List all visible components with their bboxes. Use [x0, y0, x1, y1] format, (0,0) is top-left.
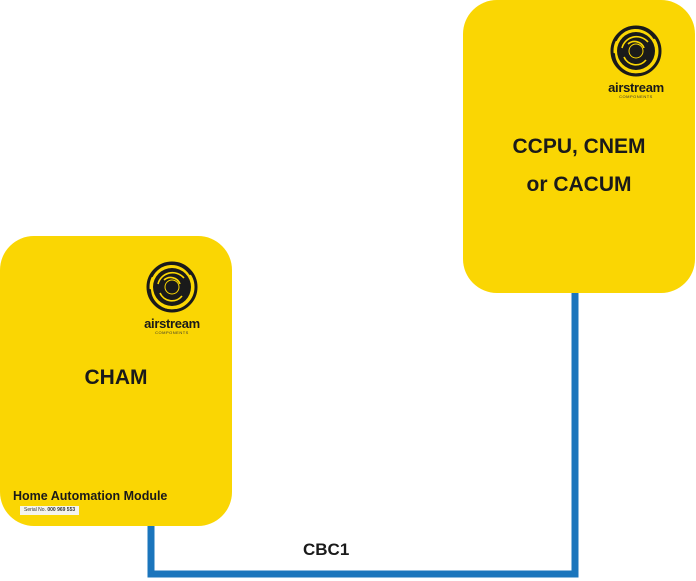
- cham-title: CHAM: [84, 366, 148, 389]
- serial-label: Serial No. 000 969 553: [20, 506, 80, 515]
- airstream-logo: airstream COMPONENTS: [596, 24, 676, 99]
- serial-prefix: Serial No.: [24, 507, 46, 513]
- logo-subtitle: COMPONENTS: [619, 94, 653, 99]
- airstream-logo: airstream COMPONENTS: [132, 260, 212, 335]
- module-description: Home Automation Module: [13, 489, 168, 503]
- cable-label: CBC1: [303, 540, 350, 559]
- ccpu-title-line2: or CACUM: [526, 173, 632, 196]
- logo-subtitle: COMPONENTS: [155, 330, 189, 335]
- airstream-swirl-logo-icon: [146, 261, 198, 313]
- logo-wordmark: airstream: [144, 316, 200, 331]
- logo-wordmark: airstream: [608, 80, 664, 95]
- ccpu-title-line1: CCPU, CNEM: [512, 135, 646, 158]
- cable-cbc1-line: [147, 293, 579, 578]
- ccpu-cnem-cacum-module: airstream COMPONENTS CCPU, CNEM or CACUM: [463, 0, 695, 293]
- airstream-swirl-logo-icon: [610, 25, 662, 77]
- cham-module: airstream COMPONENTS CHAM Home Automatio…: [0, 236, 232, 526]
- serial-number: 000 969 553: [47, 507, 76, 513]
- ccpu-title: CCPU, CNEM or CACUM: [463, 128, 695, 204]
